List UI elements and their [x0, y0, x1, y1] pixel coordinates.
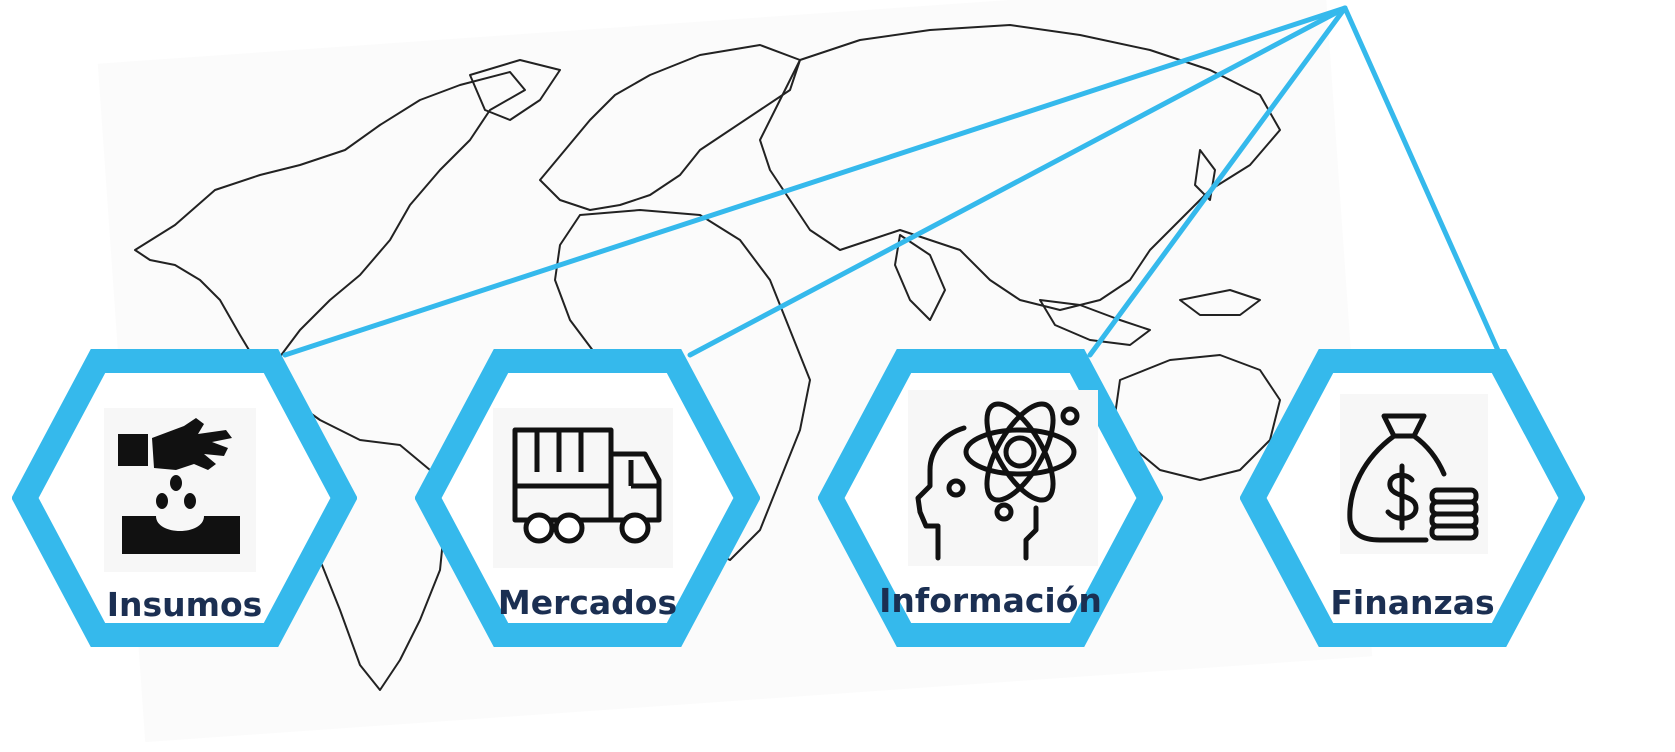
- hex-node-informacion: Información: [818, 348, 1163, 648]
- connector-line-insumos: [282, 5, 1348, 358]
- connector-line-mercados: [687, 5, 1348, 358]
- node-label: Información: [879, 581, 1102, 620]
- node-label: Mercados: [497, 583, 678, 622]
- delivery-truck-icon: [493, 408, 673, 568]
- money-bag-coins-icon: [1340, 394, 1488, 554]
- connector-line-finanzas: [1342, 5, 1503, 358]
- hex-node-insumos: Insumos: [12, 348, 357, 648]
- node-label: Finanzas: [1330, 583, 1495, 622]
- head-atom-icon: [908, 390, 1098, 566]
- node-label: Insumos: [106, 585, 263, 624]
- hand-sowing-seeds-icon: [104, 408, 256, 572]
- hex-node-mercados: Mercados: [415, 348, 760, 648]
- connector-line-informacion: [1087, 5, 1348, 358]
- hex-node-finanzas: Finanzas: [1240, 348, 1585, 648]
